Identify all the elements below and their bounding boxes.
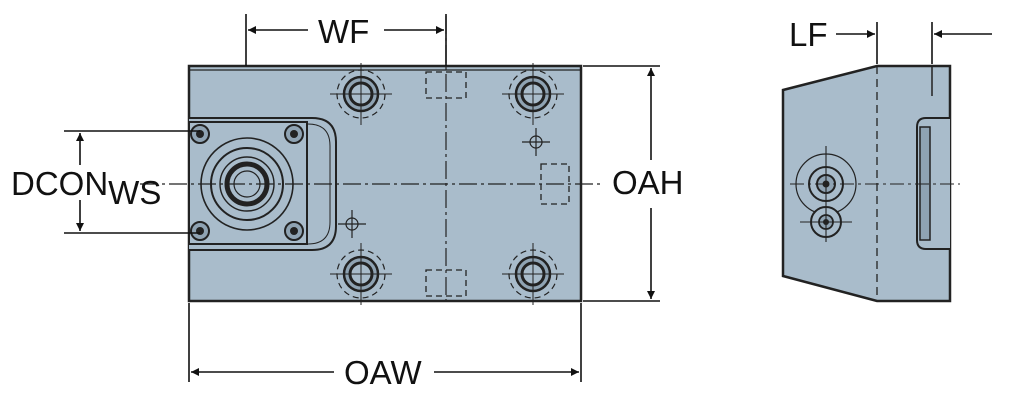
hole-centerlines: [330, 63, 564, 305]
flange-screw: [284, 124, 304, 144]
pin-marker: [338, 210, 366, 238]
flange-screw: [190, 124, 210, 144]
oah-label: OAH: [612, 164, 684, 201]
wf-label: WF: [318, 13, 370, 50]
spindle: [200, 137, 294, 231]
lf-label: LF: [789, 16, 828, 53]
pin-marker: [522, 128, 550, 156]
flange-screw: [190, 221, 210, 241]
oaw-label: OAW: [344, 354, 422, 391]
dcon-suffix: WS: [108, 174, 162, 211]
front-view: [140, 16, 600, 306]
side-view: [781, 64, 960, 303]
dcon-text: DCON: [11, 165, 109, 202]
dcon-label: DCONWS: [11, 165, 161, 209]
side-centerlines: [790, 146, 960, 242]
dimensions: [64, 14, 992, 382]
flange-screw: [284, 221, 304, 241]
